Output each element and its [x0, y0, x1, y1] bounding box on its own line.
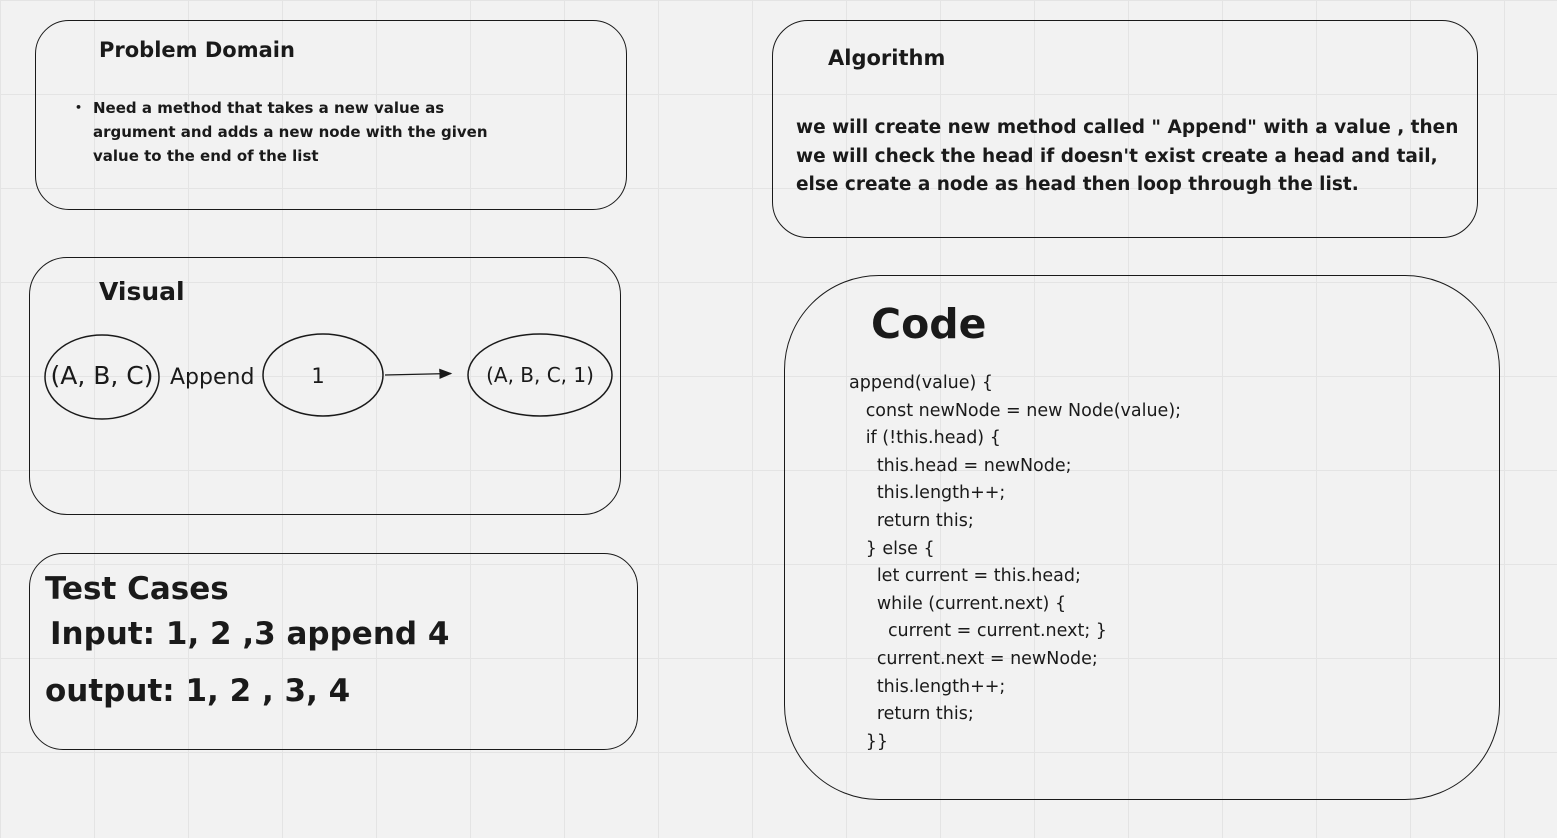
test-output: output: 1, 2 , 3, 4: [45, 673, 351, 709]
code-line: } else {: [849, 538, 935, 559]
code-line: while (current.next) {: [849, 593, 1067, 614]
code-line: const newNode = new Node(value);: [849, 400, 1182, 421]
code-line: append(value) {: [849, 373, 994, 393]
code-line: return this;: [849, 704, 974, 725]
code-line: return this;: [849, 510, 974, 531]
test-input: Input: 1, 2 ,3 append 4: [50, 616, 450, 652]
code-line: current = current.next; }: [849, 621, 1107, 642]
code-card: [784, 275, 1500, 800]
code-line: this.length++;: [849, 483, 1006, 504]
test-cases-card: [29, 553, 638, 750]
algorithm-title: Algorithm: [828, 46, 946, 70]
problem-domain-bullet: Need a method that takes a new value as …: [75, 96, 523, 168]
visual-title: Visual: [99, 277, 185, 306]
code-line: current.next = newNode;: [849, 648, 1098, 669]
code-line: if (!this.head) {: [849, 428, 1001, 449]
code-line: this.length++;: [849, 676, 1006, 697]
algorithm-text: we will create new method called " Appen…: [796, 117, 1459, 195]
code-line: this.head = newNode;: [849, 455, 1072, 476]
problem-domain-title: Problem Domain: [99, 38, 295, 62]
code-line: }}: [849, 731, 888, 752]
algorithm-card: [772, 20, 1478, 238]
problem-domain-list: Need a method that takes a new value as …: [75, 96, 523, 168]
code-title: Code: [871, 300, 987, 348]
visual-card: [29, 257, 621, 515]
code-block: append(value) { const newNode = new Node…: [849, 370, 1181, 756]
test-cases-title: Test Cases: [45, 571, 229, 607]
problem-domain-card: [35, 20, 627, 210]
code-line: let current = this.head;: [849, 566, 1081, 587]
